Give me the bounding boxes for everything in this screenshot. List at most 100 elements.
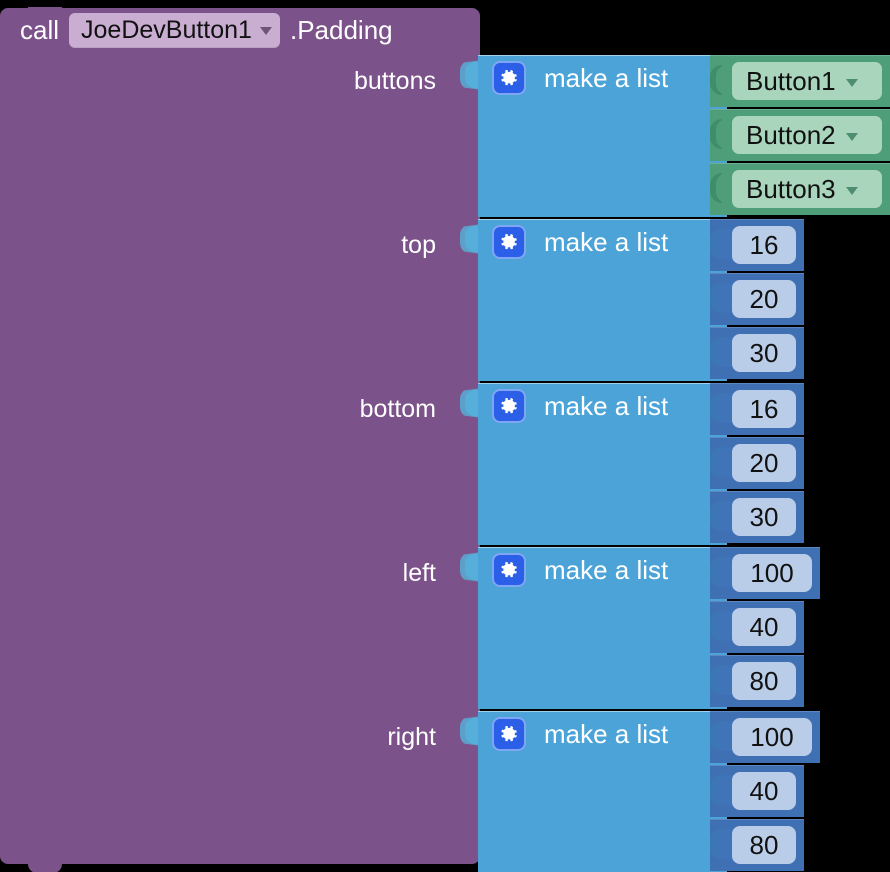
component-getter-block[interactable]: Button3 [710,163,890,215]
number-block[interactable]: 100 [710,711,820,763]
block-separator [478,383,727,384]
number-value-field[interactable]: 40 [732,772,796,810]
number-block[interactable]: 40 [710,765,804,817]
component-dropdown-label: JoeDevButton1 [81,15,252,44]
output-plug-component [710,65,734,95]
make-a-list-label: make a list [544,391,669,421]
output-plug-number [710,665,734,695]
component-name-dropdown[interactable]: Button1 [732,62,882,100]
output-plug-number [710,501,734,531]
component-getter-block[interactable]: Button2 [710,109,890,161]
number-value-field[interactable]: 16 [732,226,796,264]
number-value-label: 30 [749,502,779,532]
number-value-label: 40 [749,612,779,642]
component-name-label: Button2 [746,120,836,150]
make-a-list-label: make a list [544,63,669,93]
number-value-label: 100 [750,722,794,752]
component-name-label: Button3 [746,174,836,204]
output-plug-component [710,173,734,203]
output-plug-number [710,447,734,477]
number-value-field[interactable]: 40 [732,608,796,646]
number-value-label: 16 [749,230,779,260]
param-label-left: left [402,559,436,587]
component-dropdown[interactable]: JoeDevButton1 [69,12,280,48]
make-a-list-header: make a list [492,712,668,756]
output-plug-number [710,283,734,313]
chevron-down-icon [845,78,858,87]
make-a-list-block-buttons[interactable]: make a list [478,55,727,217]
output-plug-number [710,229,734,259]
call-block-header: call JoeDevButton1 .Padding [20,12,393,48]
number-block[interactable]: 80 [710,655,804,707]
gear-icon[interactable] [492,717,526,751]
number-block[interactable]: 20 [710,437,804,489]
gear-icon[interactable] [492,225,526,259]
block-separator [478,711,727,712]
number-value-field[interactable]: 100 [732,554,812,592]
gear-icon[interactable] [492,553,526,587]
chevron-down-icon [845,132,858,141]
number-block[interactable]: 30 [710,327,804,379]
number-value-label: 20 [749,284,779,314]
call-keyword-label: call [20,15,60,45]
next-connection-notch [28,863,62,872]
output-plug-number [710,775,734,805]
number-value-label: 80 [749,666,779,696]
make-a-list-label: make a list [544,555,669,585]
number-value-field[interactable]: 16 [732,390,796,428]
block-separator [478,219,727,220]
number-block[interactable]: 80 [710,819,804,871]
number-value-field[interactable]: 30 [732,498,796,536]
number-block[interactable]: 30 [710,491,804,543]
param-label-bottom: bottom [359,395,436,423]
make-a-list-header: make a list [492,384,668,428]
number-block[interactable]: 100 [710,547,820,599]
make-a-list-block-right[interactable]: make a list [478,711,727,872]
make-a-list-label: make a list [544,719,669,749]
number-value-field[interactable]: 80 [732,826,796,864]
number-value-field[interactable]: 20 [732,444,796,482]
previous-connection-notch [28,7,62,17]
block-separator [478,55,727,56]
component-name-label: Button1 [746,66,836,96]
number-value-label: 80 [749,830,779,860]
number-block[interactable]: 16 [710,219,804,271]
make-a-list-header: make a list [492,220,668,264]
chevron-down-icon [259,27,272,35]
param-label-right: right [387,723,436,751]
component-getter-block[interactable]: Button1 [710,55,890,107]
output-plug-number [710,393,734,423]
number-block[interactable]: 40 [710,601,804,653]
number-block[interactable]: 20 [710,273,804,325]
number-value-label: 30 [749,338,779,368]
number-value-label: 100 [750,558,794,588]
make-a-list-block-bottom[interactable]: make a list [478,383,727,545]
number-value-field[interactable]: 100 [732,718,812,756]
number-block[interactable]: 16 [710,383,804,435]
param-label-top: top [401,231,436,259]
make-a-list-header: make a list [492,548,668,592]
component-name-dropdown[interactable]: Button2 [732,116,882,154]
output-plug-number [710,829,734,859]
number-value-field[interactable]: 80 [732,662,796,700]
param-label-buttons: buttons [353,67,436,95]
gear-icon[interactable] [492,61,526,95]
number-value-label: 20 [749,448,779,478]
number-value-field[interactable]: 20 [732,280,796,318]
number-value-label: 16 [749,394,779,424]
gear-icon[interactable] [492,389,526,423]
make-a-list-block-left[interactable]: make a list [478,547,727,709]
chevron-down-icon [845,186,858,195]
number-value-label: 40 [749,776,779,806]
output-plug-number [710,611,734,641]
call-block[interactable]: call JoeDevButton1 .Padding buttons top bo… [0,7,483,872]
output-plug-component [710,119,734,149]
make-a-list-block-top[interactable]: make a list [478,219,727,381]
make-a-list-header: make a list [492,56,668,100]
make-a-list-label: make a list [544,227,669,257]
number-value-field[interactable]: 30 [732,334,796,372]
output-plug-number [710,721,734,751]
component-name-dropdown[interactable]: Button3 [732,170,882,208]
block-separator [478,547,727,548]
